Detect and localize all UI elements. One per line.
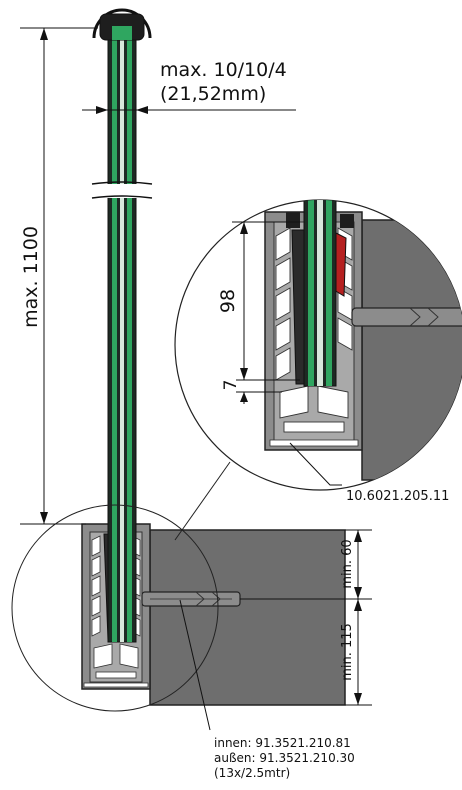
bottom-gap-label: 7 [221,380,241,391]
glass-thickness-mm-label: (21,52mm) [160,83,266,105]
concrete-slab [149,529,346,706]
handrail-cap [92,8,152,41]
dimension-height [20,27,98,525]
detail-circle-small [11,504,219,712]
detail-circle-large [174,199,462,491]
glass-pane [107,29,137,643]
dimension-glass-thickness [82,106,296,114]
detail-leader [174,461,231,541]
dimension-anchor-depth [240,529,372,706]
seal-pack-label: (13x/2.5mtr) [214,766,290,780]
dimension-profile-depth [232,221,300,404]
height-label: max. 1100 [20,226,42,328]
anchor-depth-bottom-label: min. 115 [340,623,355,681]
leader-lines [179,442,342,731]
anchor-bolt [141,591,241,607]
seal-inner-label: innen: 91.3521.210.81 [214,736,351,750]
anchor-depth-top-label: min. 60 [340,539,355,588]
profile-depth-label: 98 [217,289,239,313]
glass-thickness-label: max. 10/10/4 [160,59,287,81]
glass-break [91,181,153,199]
seal-outer-label: außen: 91.3521.210.30 [214,751,355,765]
profile-article-label: 10.6021.205.11 [346,489,449,504]
